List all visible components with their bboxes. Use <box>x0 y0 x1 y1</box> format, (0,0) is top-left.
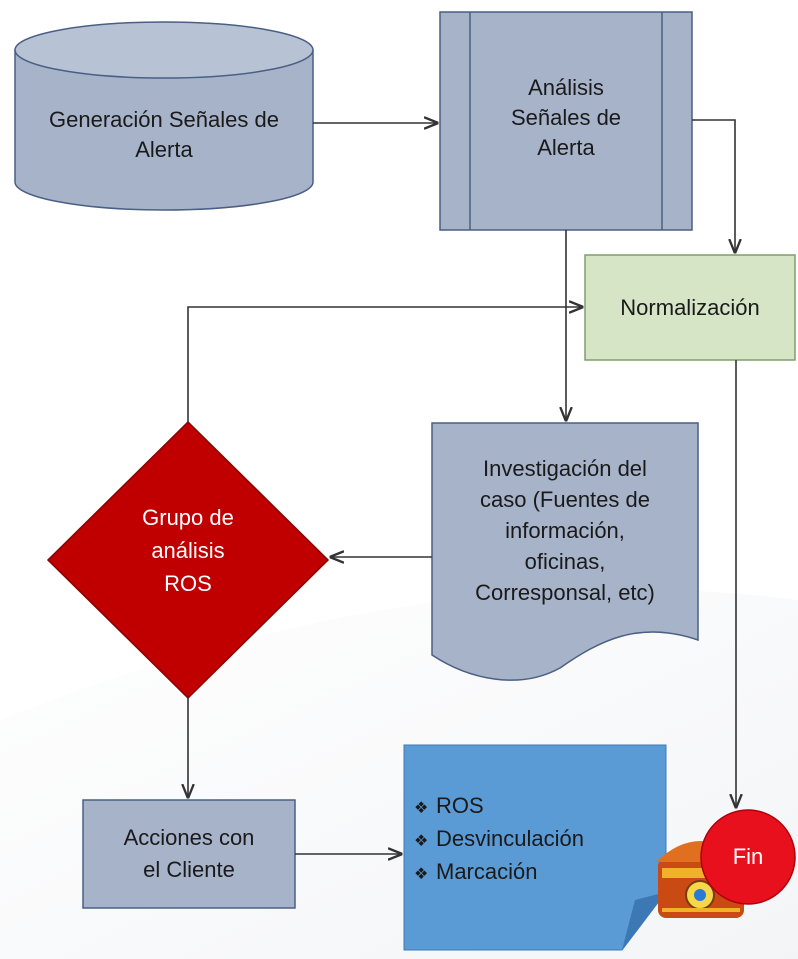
arrow-grupo-normalizacion <box>187 307 582 422</box>
investigacion-label: Investigación del caso (Fuentes de infor… <box>440 445 690 615</box>
cylinder-generacion-shape <box>14 21 314 211</box>
process-analisis-shape <box>439 11 693 231</box>
document-investigacion-shape <box>431 422 699 681</box>
diamond-bullet-icon: ❖ <box>414 798 429 817</box>
resultado-item: ❖Desvinculación <box>414 823 654 856</box>
arrow-analisis-normalizacion <box>692 119 735 252</box>
diamond-bullet-icon: ❖ <box>414 831 429 850</box>
acciones-shape <box>82 799 296 909</box>
resultados-list: ❖ROS ❖Desvinculación ❖Marcación <box>414 790 654 889</box>
investigacion-line-4: oficinas, <box>524 548 606 574</box>
investigacion-line-5: Corresponsal, etc) <box>475 579 655 605</box>
fin-label: Fin <box>732 844 764 869</box>
investigacion-line-2: caso (Fuentes de <box>480 486 650 512</box>
normalizacion-shape <box>584 254 796 361</box>
analisis-line-2: Señales de <box>510 104 622 130</box>
grupo-line-1: Grupo de <box>142 504 234 530</box>
acciones-line-2: el Cliente <box>143 857 235 882</box>
grupo-label: Grupo de análisis ROS <box>98 495 278 605</box>
normalizacion-label: Normalización <box>620 294 760 320</box>
note-resultados-shape <box>403 744 667 951</box>
resultado-item: ❖ROS <box>414 790 654 823</box>
resultado-item: ❖Marcación <box>414 856 654 889</box>
grupo-line-2: análisis <box>151 537 225 563</box>
analisis-label: Análisis Señales de Alerta <box>470 65 662 170</box>
generacion-label: Generación Señales de Alerta <box>49 107 279 162</box>
diamond-bullet-icon: ❖ <box>414 864 429 883</box>
acciones-line-1: Acciones con <box>123 825 255 850</box>
investigacion-line-3: información, <box>505 517 625 543</box>
acciones-label: Acciones con el Cliente <box>83 800 295 908</box>
fin-shape <box>700 809 796 905</box>
investigacion-line-1: Investigación del <box>483 455 647 481</box>
analisis-line-1: Análisis <box>528 74 604 100</box>
analisis-line-3: Alerta <box>537 134 595 160</box>
grupo-line-3: ROS <box>164 570 212 596</box>
